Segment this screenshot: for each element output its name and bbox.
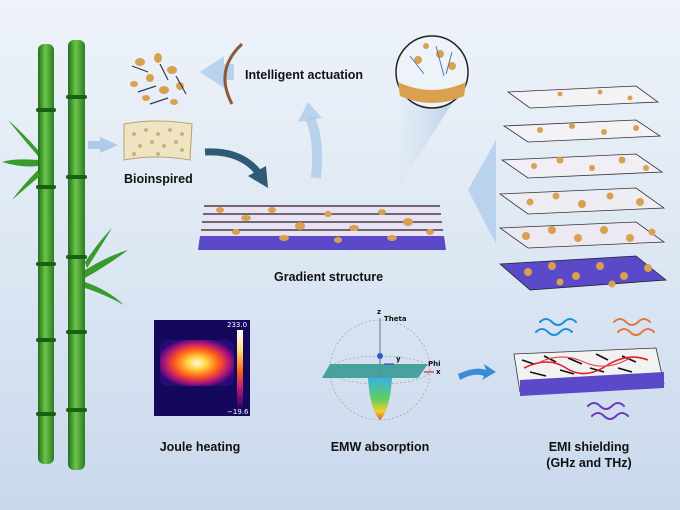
layer-6-base bbox=[498, 255, 668, 291]
axis-y-label: y bbox=[396, 355, 401, 363]
heatmap-scale-min: −19.6 bbox=[227, 408, 249, 416]
axis-z-label: z bbox=[377, 308, 382, 316]
layer-5 bbox=[498, 221, 666, 249]
emi-shielding bbox=[513, 318, 665, 420]
label-emi-shielding-line1: EMI shielding bbox=[548, 440, 630, 454]
thermal-image bbox=[154, 320, 250, 416]
axis-phi-label: Phi bbox=[428, 360, 441, 368]
heatmap-scale-max: 233.0 bbox=[227, 321, 248, 329]
label-intelligent-actuation: Intelligent actuation bbox=[245, 68, 364, 82]
label-gradient-structure: Gradient structure bbox=[274, 270, 384, 284]
label-joule-heating: Joule heating bbox=[159, 440, 241, 454]
gradient-structure-slab bbox=[198, 204, 446, 250]
axis-x-label: x bbox=[436, 368, 441, 376]
label-bioinspired: Bioinspired bbox=[124, 172, 193, 186]
axis-theta-label: Theta bbox=[384, 315, 407, 323]
stack-arrow bbox=[468, 140, 496, 244]
nanoparticle-cluster bbox=[130, 53, 187, 105]
emi-arrow bbox=[458, 364, 496, 380]
label-emi-shielding: EMI shielding (GHz and THz) bbox=[546, 440, 631, 471]
layer-stack bbox=[498, 85, 668, 291]
layer-4 bbox=[498, 187, 666, 215]
actuation-arc bbox=[223, 42, 244, 105]
radiation-pattern bbox=[322, 318, 434, 421]
layer-3 bbox=[500, 153, 664, 179]
bamboo-illustration bbox=[2, 40, 128, 470]
label-emw-absorption: EMW absorption bbox=[330, 440, 430, 454]
layer-1 bbox=[506, 85, 660, 109]
layer-2 bbox=[502, 119, 662, 143]
porous-structure bbox=[123, 120, 193, 161]
magnified-view bbox=[395, 35, 469, 188]
color-scale-bar bbox=[237, 330, 243, 410]
label-emi-shielding-line2: (GHz and THz) bbox=[546, 455, 632, 470]
